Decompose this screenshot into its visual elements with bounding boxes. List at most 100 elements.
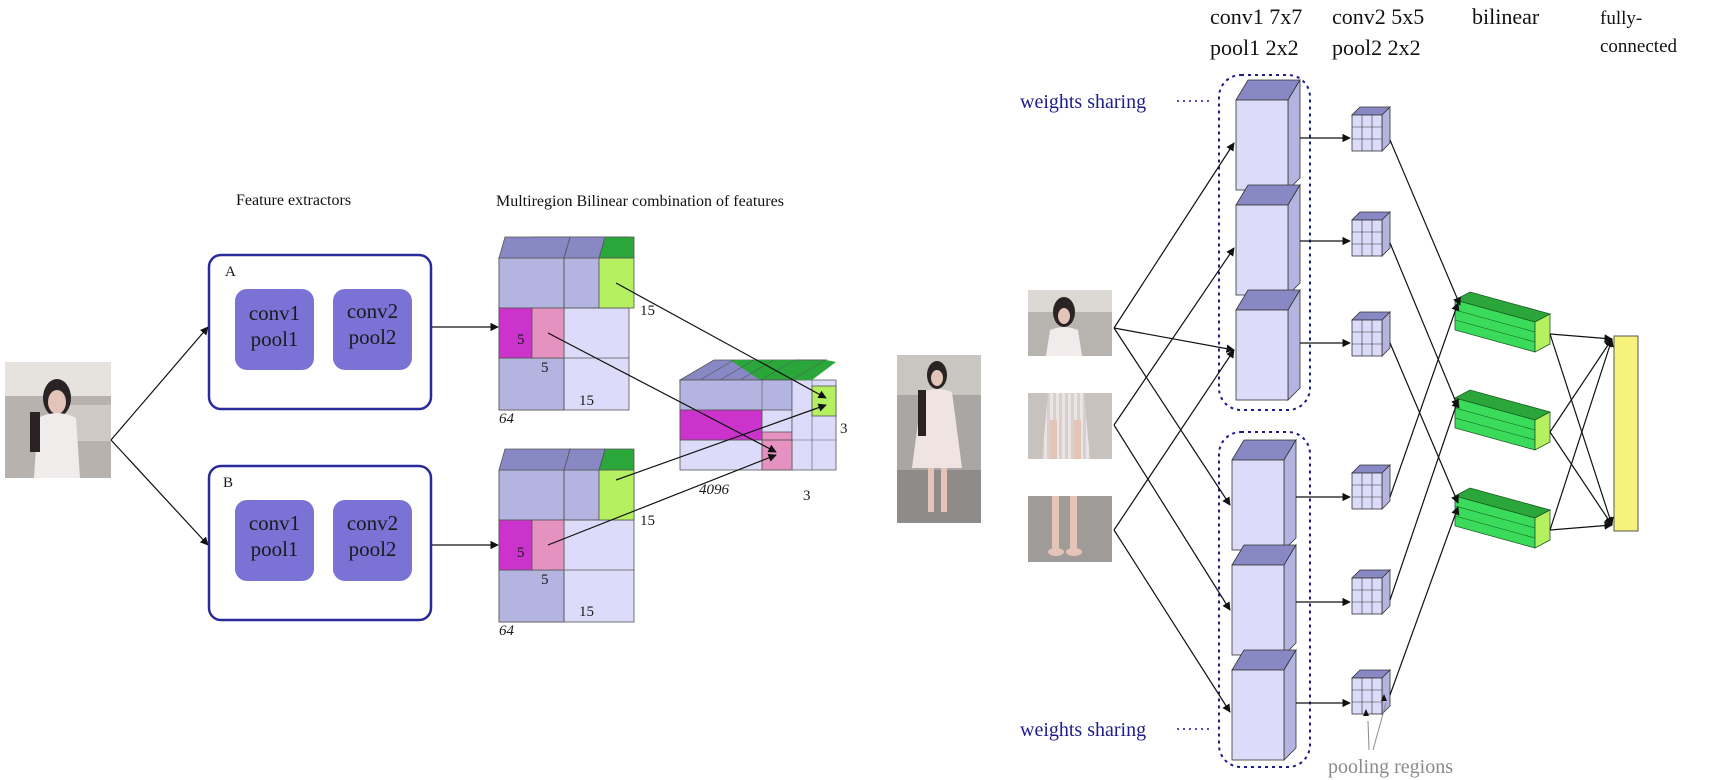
conv1-block-4	[1231, 438, 1297, 551]
feature-extractor-a: A conv1 pool1 conv2 pool2	[207, 253, 433, 411]
flow-arrow-14	[1389, 139, 1461, 306]
conv1-block-6	[1231, 648, 1297, 761]
conv1-block-3	[1235, 288, 1301, 401]
flow-arrow-18	[1389, 399, 1460, 601]
fully-connected-layer	[1613, 335, 1639, 532]
pooling-regions-label: pooling regions	[1328, 756, 1453, 778]
bilinear-result-cube: 3 3 4096	[678, 359, 848, 504]
extractor-a-conv2-unit	[333, 289, 412, 370]
pooling-region-pointer-1	[1367, 720, 1370, 751]
input-to-extractor-a-arrow	[110, 326, 209, 441]
green-b-to-result-arrow	[615, 403, 827, 481]
extractor-a-conv1-unit	[235, 289, 314, 370]
fully-connected-header-line2: connected	[1600, 36, 1678, 57]
fully-connected-header-line1: fully-	[1600, 8, 1642, 29]
input-to-extractor-b-arrow	[110, 439, 209, 546]
cube-b-height-label: 15	[640, 513, 655, 529]
input-crop-middle	[1028, 393, 1112, 459]
cube-a-width-label: 15	[579, 393, 594, 409]
bilinear-bar-2	[1453, 389, 1552, 451]
pink-a-to-result-arrow	[547, 332, 777, 453]
weights-sharing-bottom-label: weights sharing	[1020, 719, 1146, 741]
flow-arrow-24	[1549, 338, 1614, 531]
conv2-grids	[1351, 106, 1391, 716]
weights-sharing-top-label: weights sharing	[1020, 91, 1146, 113]
right-panel: conv1 7x7 pool1 2x2 conv2 5x5 pool2 2x2 …	[1020, 4, 1678, 778]
cube-b-region-w-label: 5	[541, 572, 549, 588]
conv2-grid-3	[1351, 311, 1391, 357]
flow-arrow-3	[1113, 327, 1231, 506]
extractor-a-conv1-label: conv1	[249, 301, 300, 325]
bilinear-bar-3	[1453, 487, 1552, 549]
input-crop-top	[1028, 290, 1112, 356]
conv1-block-5	[1231, 543, 1297, 656]
conv2-grid-5	[1351, 569, 1391, 615]
flow-arrow-21	[1549, 333, 1614, 526]
extractor-b-label: B	[223, 475, 233, 491]
flow-arrow-6	[1113, 349, 1235, 531]
flow-arrow-7	[1113, 529, 1231, 713]
cube-b-width-label: 15	[579, 604, 594, 620]
flow-arrow-2	[1113, 327, 1235, 353]
green-a-to-result-arrow	[615, 282, 827, 399]
feature-cube-b: 5 5 15 15 64	[498, 448, 655, 639]
bilinear-bar-1	[1453, 291, 1552, 353]
cube-b-magenta-region	[498, 519, 533, 571]
extractor-a-pool1-label: pool1	[251, 327, 299, 351]
conv2-grid-4	[1351, 464, 1391, 510]
cube-b-green-region	[598, 469, 635, 521]
input-crop-bottom	[1028, 496, 1112, 562]
conv2-header-line2: pool2 2x2	[1332, 35, 1421, 60]
extractor-b-conv1-unit	[235, 500, 314, 581]
result-cube-width-label: 3	[803, 488, 811, 504]
cube-b-depth-label: 64	[499, 623, 515, 639]
extractor-a-pool2-label: pool2	[349, 325, 397, 349]
flow-arrow-15	[1389, 242, 1459, 408]
result-cube-height-label: 3	[840, 421, 848, 437]
bilinear-header: bilinear	[1472, 4, 1540, 29]
cube-b-region-h-label: 5	[517, 545, 525, 561]
pooling-region-marker-2	[1381, 694, 1387, 701]
cube-a-region-h-label: 5	[517, 332, 525, 348]
conv1-header-line1: conv1 7x7	[1210, 4, 1302, 29]
input-image	[5, 362, 111, 478]
flow-arrow-23	[1549, 431, 1613, 526]
cube-a-height-label: 15	[640, 303, 655, 319]
flow-arrow-4	[1113, 247, 1235, 426]
cube-a-depth-label: 64	[499, 411, 515, 427]
weights-sharing-group-bottom	[1218, 431, 1311, 768]
extractor-b-conv2-label: conv2	[347, 511, 398, 535]
flow-arrow-20	[1549, 333, 1613, 343]
extractor-a-label: A	[225, 264, 236, 280]
result-cube-magenta-strip	[679, 409, 763, 441]
feature-cube-a: 5 5 15 15 64	[497, 236, 655, 427]
cube-a-region-w-label: 5	[541, 360, 549, 376]
conv1-block-1	[1235, 78, 1301, 191]
weights-sharing-group-top	[1218, 74, 1311, 411]
flow-arrow-19	[1389, 506, 1460, 696]
pooling-region-pointer-2	[1372, 702, 1387, 751]
flow-arrow-17	[1389, 302, 1460, 498]
conv1-block-2	[1235, 183, 1301, 296]
feature-extractor-b: B conv1 pool1 conv2 pool2	[207, 464, 433, 622]
extractor-b-conv2-unit	[333, 500, 412, 581]
extractor-a-conv2-label: conv2	[347, 299, 398, 323]
bilinear-combination-title: Multiregion Bilinear combination of feat…	[496, 193, 784, 210]
flow-arrow-1	[1113, 142, 1235, 329]
person-photo	[897, 355, 981, 523]
cube-a-magenta-region	[498, 307, 533, 359]
conv2-header-line1: conv2 5x5	[1332, 4, 1424, 29]
flow-arrow-5	[1113, 424, 1231, 611]
flow-arrow-16	[1389, 342, 1459, 504]
left-panel: Feature extractors Multiregion Bilinear …	[5, 192, 848, 639]
conv1-header-line2: pool1 2x2	[1210, 35, 1299, 60]
pooling-region-marker-1	[1363, 709, 1369, 716]
extractor-b-pool2-label: pool2	[349, 537, 397, 561]
conv2-grid-6	[1351, 669, 1391, 716]
pink-b-to-result-arrow	[547, 453, 777, 546]
result-cube-depth-label: 4096	[699, 482, 730, 498]
feature-extractors-title: Feature extractors	[236, 192, 351, 209]
extractor-b-pool1-label: pool1	[251, 537, 299, 561]
right-panel-arrows	[1113, 133, 1614, 713]
